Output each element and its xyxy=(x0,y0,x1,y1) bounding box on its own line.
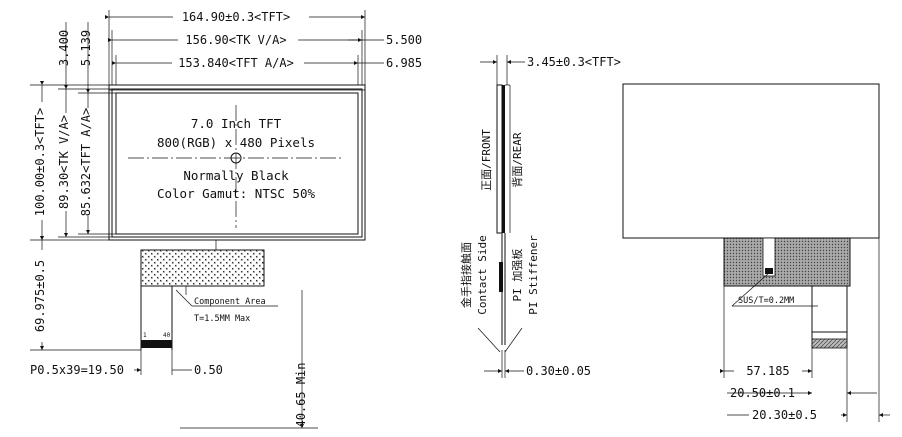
label-front: 正面/FRONT xyxy=(480,129,493,191)
dim-fpc-height: 69.975±0.5 xyxy=(33,260,47,332)
rear-connector xyxy=(762,237,776,277)
label-pi: PI 加强板 xyxy=(510,249,524,302)
sus-plate xyxy=(723,237,851,287)
dim-pin-width: 0.50 xyxy=(194,363,223,377)
dim-width-tft-aa: 153.840<TFT A/A> xyxy=(178,56,294,70)
lcd-line-1: 7.0 Inch TFT xyxy=(191,116,282,131)
rear-outline xyxy=(622,83,880,239)
dim-width-tk-va: 156.90<TK V/A> xyxy=(185,33,286,47)
dim-height-tk-va: 89.30<TK V/A> xyxy=(57,115,71,209)
dim-thickness: 3.45±0.3<TFT> xyxy=(527,55,621,69)
front-view: 7.0 Inch TFT 800(RGB) x 480 Pixels Norma… xyxy=(26,9,422,429)
rear-fingers xyxy=(811,338,848,349)
label-pi-en: PI Stiffener xyxy=(527,235,540,315)
dim-top-5139: 5.139 xyxy=(79,30,93,66)
pin-last: 40 xyxy=(163,332,171,339)
dim-right-aa: 6.985 xyxy=(386,56,422,70)
dim-right-top: 5.500 xyxy=(386,33,422,47)
rear-view: SUS/T=0.2MM 57.185 20.50±0.1 20.30±0.5 xyxy=(622,83,890,422)
lcd-line-4: Color Gamut: NTSC 50% xyxy=(157,186,316,201)
side-glass xyxy=(496,84,503,234)
component-area-label: Component Area xyxy=(194,297,266,307)
sus-label: SUS/T=0.2MM xyxy=(738,296,794,306)
dim-width-tft: 164.90±0.3<TFT> xyxy=(182,10,290,24)
dim-2050: 20.50±0.1 xyxy=(730,386,795,400)
dim-height-tft: 100.00±0.3<TFT> xyxy=(33,108,47,216)
center-mark xyxy=(230,152,242,164)
lcd-line-2: 800(RGB) x 480 Pixels xyxy=(157,135,315,150)
label-contact-en: Contact Side xyxy=(476,235,489,314)
dim-height-tft-aa: 85.632<TFT A/A> xyxy=(79,108,93,216)
dim-57185: 57.185 xyxy=(746,364,789,378)
lcd-line-3: Normally Black xyxy=(183,168,289,183)
tft-aa-outline xyxy=(115,92,359,235)
gold-fingers xyxy=(141,340,172,348)
dim-2030: 20.30±0.5 xyxy=(752,408,817,422)
component-area xyxy=(140,249,265,287)
component-thickness: T=1.5MM Max xyxy=(194,314,250,324)
tft-outline xyxy=(108,84,366,241)
side-backlight xyxy=(502,85,505,233)
dim-pitch: P0.5x39=19.50 xyxy=(30,363,124,377)
label-contact: 金手指接触面 xyxy=(459,242,473,308)
tk-va-outline xyxy=(111,88,363,238)
dim-top-3400: 3.400 xyxy=(57,30,71,66)
pin-first: 1 xyxy=(143,332,147,339)
side-view: 3.45±0.3<TFT> 正面/FRONT 背面/REAR 金手指接触面 Co… xyxy=(459,55,621,378)
pi-stiffener xyxy=(499,262,503,292)
label-rear: 背面/REAR xyxy=(510,132,524,187)
dim-fpc-thickness: 0.30±0.05 xyxy=(526,364,591,378)
dim-fpc-min: 40.65 Min xyxy=(294,362,308,427)
